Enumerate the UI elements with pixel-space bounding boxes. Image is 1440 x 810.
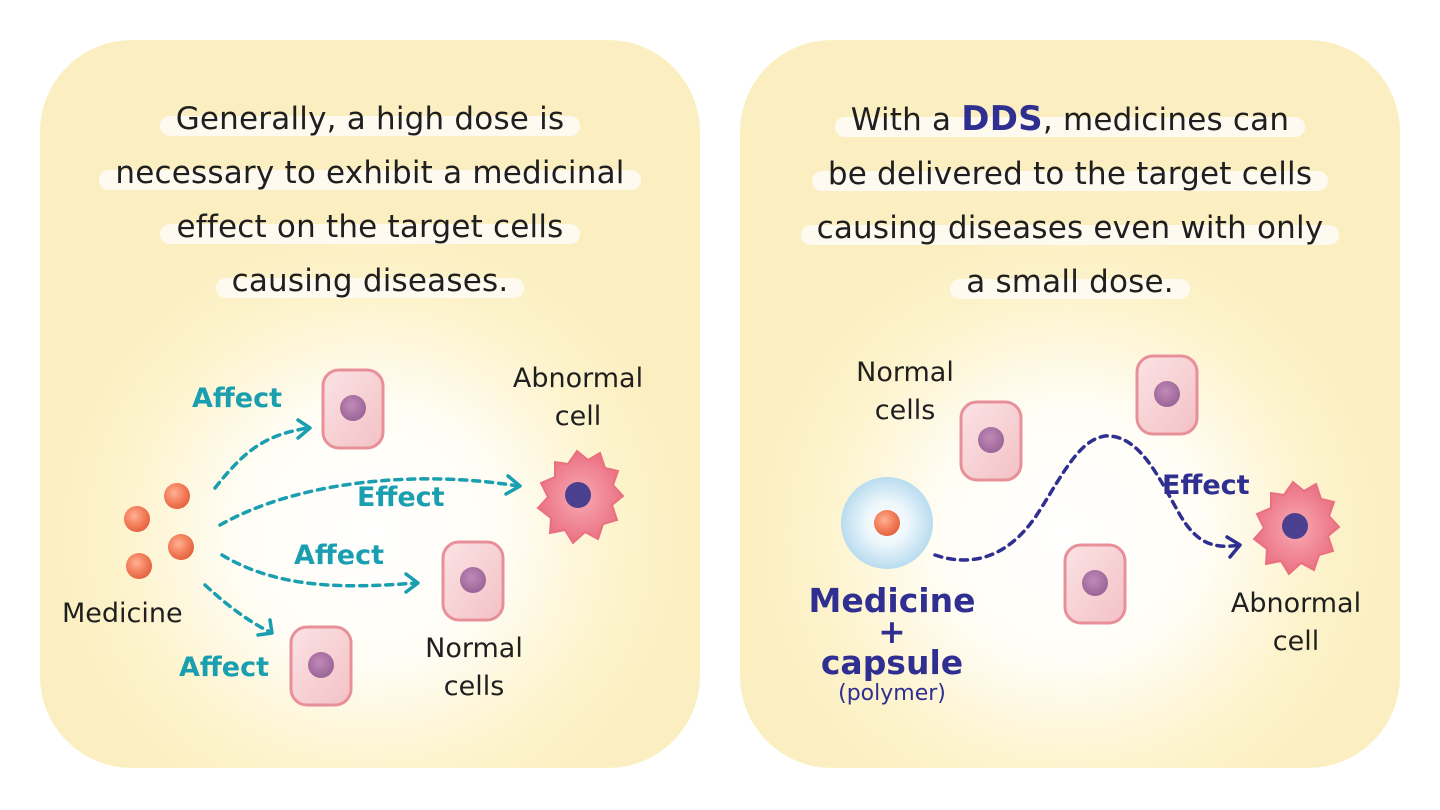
- normal-cell: [959, 400, 1023, 482]
- normal-cells-label-line-1: Normal: [425, 633, 523, 664]
- right-caption: With a DDS, medicines can be delivered t…: [740, 92, 1400, 309]
- normal-cells-label: Normal cells: [830, 354, 980, 430]
- right-caption-line-4: a small dose.: [950, 255, 1190, 309]
- medicine-particle: [168, 534, 194, 560]
- medicine-particle: [124, 506, 150, 532]
- polymer-capsule: [841, 477, 933, 569]
- normal-cell: [1135, 354, 1199, 436]
- normal-cells-label-line-2: cells: [874, 395, 936, 426]
- normal-cell: [1063, 543, 1127, 625]
- right-caption-line-3: causing diseases even with only: [800, 201, 1340, 255]
- dds-panel: With a DDS, medicines can be delivered t…: [740, 40, 1400, 768]
- medicine-label: Medicine: [62, 598, 183, 629]
- affect-arrow-middle: [220, 553, 418, 588]
- normal-cells-label-line-2: cells: [443, 671, 505, 702]
- capsule-label: capsule: [820, 643, 964, 682]
- arrowhead: [296, 418, 312, 440]
- effect-label: Effect: [357, 482, 445, 513]
- arrowhead: [256, 618, 274, 637]
- abnormal-cell-label-line-1: Abnormal: [512, 363, 644, 394]
- right-caption-line-1: With a DDS, medicines can: [834, 92, 1306, 147]
- normal-cells-label: Normal cells: [404, 630, 544, 706]
- dds-highlight: DDS: [961, 99, 1043, 139]
- left-caption-line-1: Generally, a high dose is: [159, 92, 581, 146]
- affect-arrow-top: [213, 426, 310, 490]
- left-caption-line-4: causing diseases.: [215, 254, 525, 308]
- conventional-dosing-panel: Generally, a high dose is necessary to e…: [40, 40, 700, 768]
- normal-cell: [441, 540, 505, 622]
- affect-label-bottom: Affect: [179, 652, 269, 683]
- abnormal-cell-label-line-1: Abnormal: [1230, 588, 1362, 619]
- abnormal-cell-label-line-2: cell: [554, 401, 602, 432]
- left-caption-line-2: necessary to exhibit a medicinal: [99, 146, 641, 200]
- normal-cell: [321, 368, 385, 450]
- left-caption: Generally, a high dose is necessary to e…: [40, 92, 700, 308]
- normal-cells-label-line-1: Normal: [856, 357, 954, 388]
- left-caption-line-3: effect on the target cells: [160, 200, 580, 254]
- abnormal-cell-label: Abnormal cell: [1216, 585, 1376, 661]
- effect-arrow-abnormal: [218, 477, 520, 527]
- polymer-label: (polymer): [838, 681, 946, 706]
- affect-label-top: Affect: [192, 383, 282, 414]
- effect-label: Effect: [1162, 470, 1250, 501]
- arrowhead: [404, 572, 420, 594]
- abnormal-cell: [536, 449, 625, 545]
- right-diagram: [841, 354, 1341, 625]
- delivery-path: [933, 434, 1242, 562]
- abnormal-cell: [1252, 480, 1341, 576]
- medicine-label: Medicine: [808, 581, 976, 620]
- medicine-particle: [164, 483, 190, 509]
- affect-label-middle: Affect: [294, 540, 384, 571]
- medicine-particle: [126, 553, 152, 579]
- plus-sign: +: [878, 612, 906, 651]
- right-caption-line-2: be delivered to the target cells: [811, 147, 1329, 201]
- abnormal-cell-label: Abnormal cell: [498, 360, 658, 436]
- normal-cell: [289, 625, 353, 707]
- medicine-capsule-label: Medicine + capsule (polymer): [792, 583, 992, 707]
- caption-text: With a: [850, 102, 962, 138]
- left-diagram: [124, 368, 625, 707]
- arrowhead: [504, 474, 522, 496]
- arrowhead: [1225, 535, 1242, 559]
- affect-arrow-bottom: [203, 583, 272, 634]
- abnormal-cell-label-line-2: cell: [1272, 626, 1320, 657]
- caption-text: , medicines can: [1042, 102, 1290, 138]
